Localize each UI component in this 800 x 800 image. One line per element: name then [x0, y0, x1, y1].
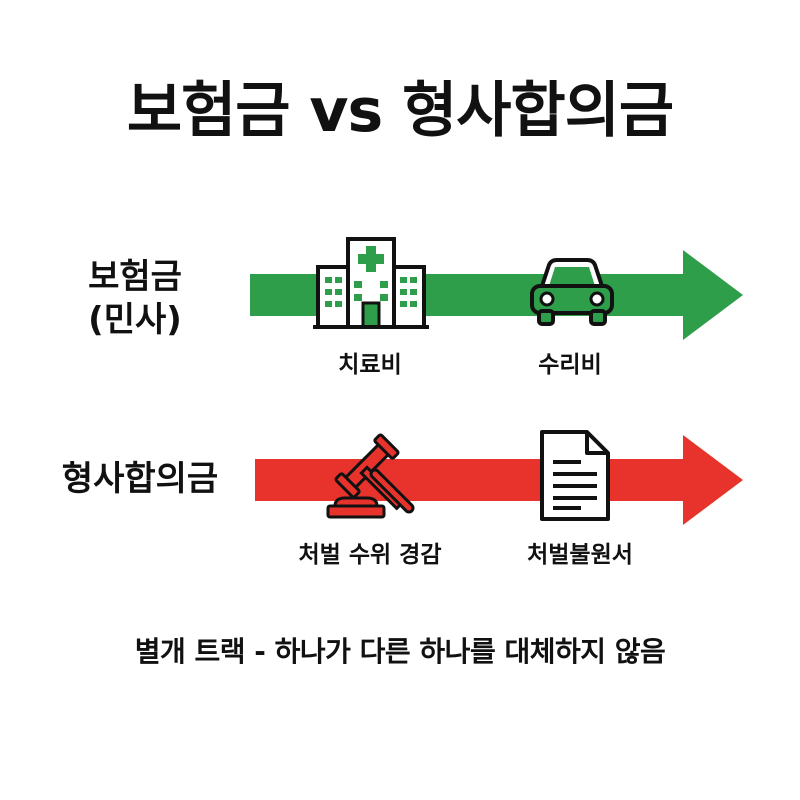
item-label-non-prosecution-letter: 처벌불원서	[527, 542, 633, 568]
item-label-repair: 수리비	[538, 352, 602, 378]
track-label-line2: (민사)	[88, 299, 182, 340]
track-label-line1: 보험금	[88, 257, 182, 297]
car-icon	[530, 258, 614, 326]
track-label-insurance: 보험금 (민사)	[60, 256, 210, 341]
item-label-treatment: 치료비	[338, 352, 402, 378]
green-arrow	[250, 250, 743, 340]
item-label-sentence-reduction: 처벌 수위 경감	[298, 542, 442, 568]
hospital-icon	[313, 237, 429, 329]
footer-note: 별개 트랙 - 하나가 다른 하나를 대체하지 않음	[134, 635, 666, 668]
document-icon	[540, 430, 610, 521]
track-label-line1: 형사합의금	[61, 459, 219, 499]
gavel-icon	[326, 433, 415, 519]
page-title: 보험금 vs 형사합의금	[126, 76, 674, 146]
red-arrow	[255, 435, 743, 525]
track-label-settlement: 형사합의금	[40, 458, 240, 501]
